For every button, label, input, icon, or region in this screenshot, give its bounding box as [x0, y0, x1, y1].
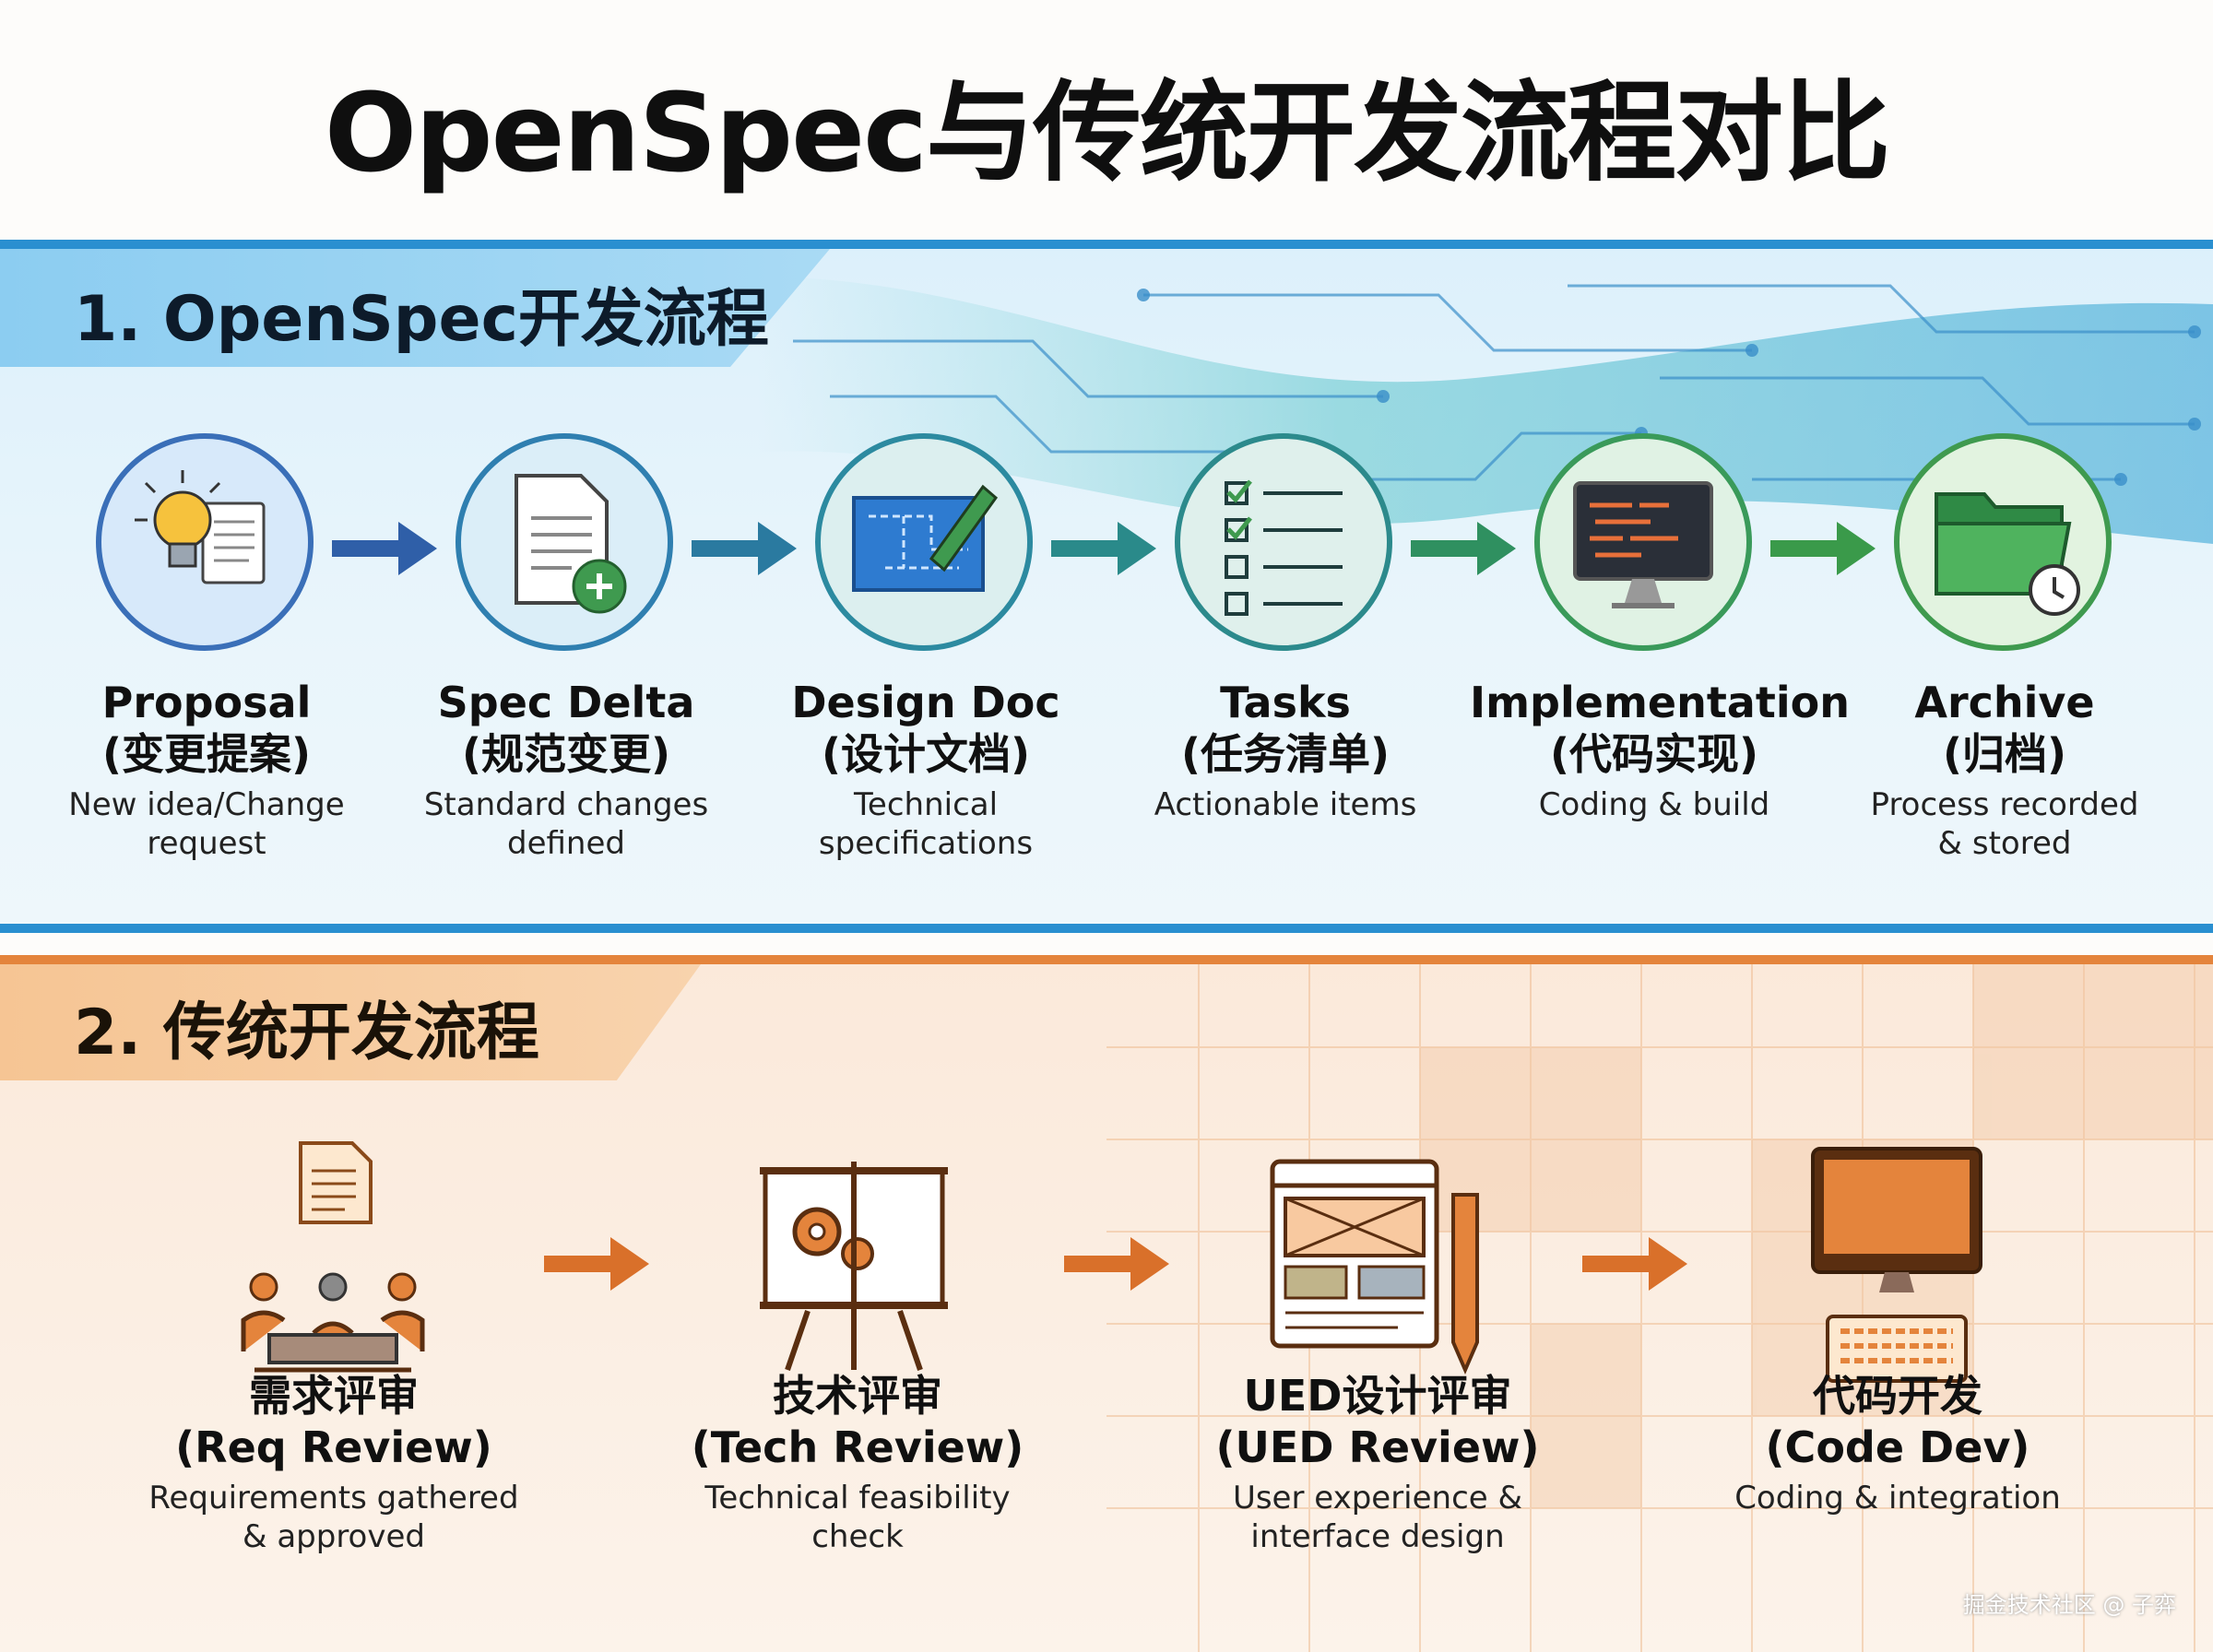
step-title: Tasks [1220, 678, 1351, 727]
arrow-right-icon [332, 522, 437, 575]
step-description: Requirements gathered& approved [148, 1480, 519, 1555]
step-tech-review: 技术评审 (Tech Review) Technical feasibility… [645, 1370, 1070, 1556]
step-subtitle: (任务清单) [1180, 729, 1391, 779]
watermark: 掘金技术社区 @ 子弈 [1962, 1592, 2176, 1618]
step-circle-archive [1894, 433, 2112, 651]
wireframe-pencil-icon [1270, 1159, 1479, 1375]
step-subtitle: (变更提案) [101, 729, 312, 779]
arrow-right-icon [1582, 1237, 1687, 1291]
step-title: 需求评审 [249, 1371, 419, 1421]
step-description: User experience &interface design [1232, 1480, 1523, 1555]
step-circle-spec-delta [456, 433, 673, 651]
step-description: Actionable items [1154, 786, 1417, 823]
step-subtitle: (Req Review) [175, 1422, 492, 1472]
step-implementation: Implementation (代码实现) Coding & build [1470, 677, 1850, 824]
step-title: 技术评审 [773, 1371, 942, 1421]
step-circle-tasks [1175, 433, 1392, 651]
step-archive: Archive (归档) Process recorded& stored [1839, 677, 2171, 863]
meeting-icon [241, 1141, 425, 1373]
step-tasks: Tasks (任务清单) Actionable items [1119, 677, 1451, 824]
step-subtitle: (Code Dev) [1765, 1422, 2030, 1472]
step-ued-review: UED设计评审 (UED Review) User experience &in… [1166, 1370, 1590, 1556]
step-title: UED设计评审 [1243, 1371, 1512, 1421]
arrow-right-icon [1411, 522, 1516, 575]
checklist-icon [1225, 479, 1343, 616]
arrow-right-icon [1051, 522, 1156, 575]
step-req-review: 需求评审 (Req Review) Requirements gathered&… [122, 1370, 546, 1556]
step-title: 代码开发 [1813, 1371, 1982, 1421]
arrow-right-icon [544, 1237, 649, 1291]
step-description: Coding & integration [1734, 1480, 2061, 1516]
section1-heading: 1. OpenSpec开发流程 [74, 283, 769, 356]
monitor-code-icon [1573, 481, 1713, 608]
folder-clock-icon [1935, 492, 2080, 616]
step-subtitle: (UED Review) [1215, 1422, 1540, 1472]
step-title: Design Doc [791, 678, 1060, 727]
step-circle-design-doc [815, 433, 1033, 651]
step-subtitle: (设计文档) [821, 729, 1031, 779]
section2-top-border [0, 955, 2213, 964]
arrow-right-icon [1064, 1237, 1169, 1291]
step-title: Spec Delta [437, 678, 695, 727]
step-circle-proposal [96, 433, 314, 651]
section1-banner [0, 249, 830, 367]
step-description: Process recorded& stored [1870, 786, 2139, 862]
blueprint-pencil-icon [852, 484, 999, 592]
presentation-board-icon [760, 1162, 948, 1371]
arrow-right-icon [1770, 522, 1876, 575]
lightbulb-document-icon [135, 470, 266, 584]
step-title: Proposal [101, 678, 312, 727]
step-subtitle: (Tech Review) [691, 1422, 1024, 1472]
step-description: Coding & build [1538, 786, 1770, 823]
step-title: Implementation [1470, 678, 1850, 727]
step-code-dev: 代码开发 (Code Dev) Coding & integration [1686, 1370, 2110, 1517]
section2-banner [0, 964, 701, 1080]
computer-keyboard-icon [1811, 1147, 1982, 1383]
circuit-background [756, 277, 2213, 544]
section2-heading: 2. 传统开发流程 [74, 997, 539, 1069]
step-subtitle: (规范变更) [461, 729, 671, 779]
section1-top-border [0, 240, 2213, 249]
step-subtitle: (代码实现) [1549, 729, 1759, 779]
section1-bottom-border [0, 924, 2213, 933]
step-subtitle: (归档) [1942, 729, 2067, 779]
openspec-section: 1. OpenSpec开发流程 [0, 240, 2213, 933]
page-title: OpenSpec与传统开发流程对比 [324, 69, 1890, 196]
arrow-right-icon [692, 522, 797, 575]
step-circle-implementation [1534, 433, 1752, 651]
step-title: Archive [1914, 678, 2095, 727]
traditional-section: 2. 传统开发流程 需求评 [0, 955, 2213, 1652]
document-plus-icon [515, 474, 627, 614]
